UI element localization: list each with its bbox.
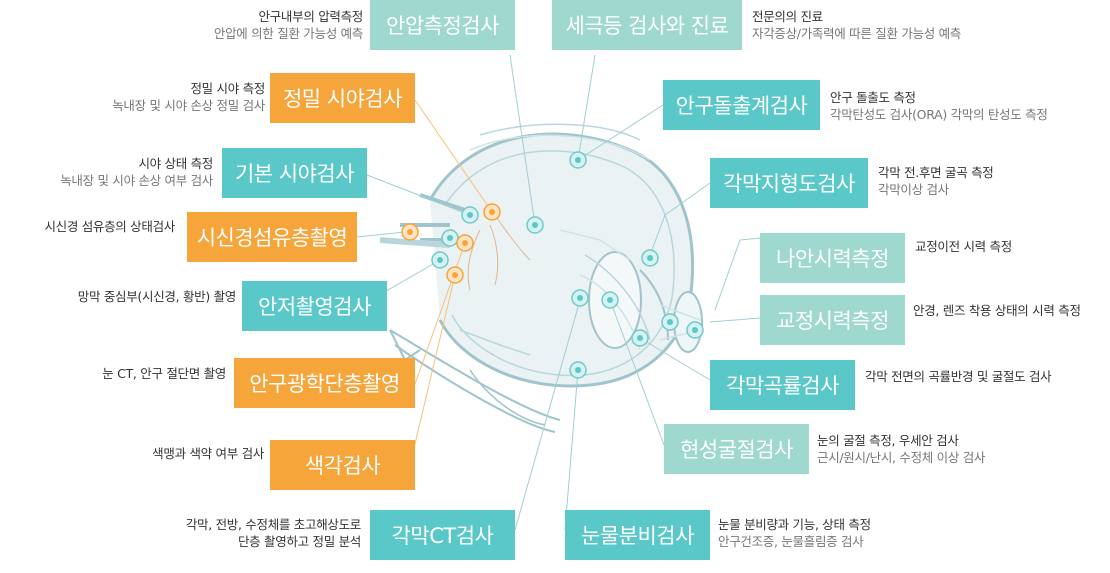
eye-illustration	[379, 123, 703, 433]
cornea-ct-desc: 각막, 전방, 수정체를 초고해상도로 단층 촬영하고 정밀 분석	[186, 516, 361, 550]
iop-desc-main: 안구내부의 압력측정	[258, 9, 364, 24]
slitlamp-button[interactable]: 세극등 검사와 진료	[552, 0, 742, 50]
precise-vf-button[interactable]: 정밀 시야검사	[270, 73, 415, 123]
topography-desc: 각막 전.후면 굴곡 측정 각막이상 검사	[878, 164, 994, 198]
oct-button[interactable]: 안구광학단층촬영	[234, 358, 415, 408]
tear-button[interactable]: 눈물분비검사	[565, 510, 710, 560]
exophthalmometry-desc: 안구 돌출도 측정 각막탄성도 검사(ORA) 각막의 탄성도 측정	[830, 89, 1048, 123]
rnfl-desc-main: 시신경 섬유층의 상태검사	[44, 219, 175, 234]
exophthalmometry-button[interactable]: 안구돌출계검사	[663, 80, 820, 130]
refraction-desc-main: 눈의 굴절 측정, 우세안 검사	[817, 433, 959, 448]
markers	[401, 151, 704, 379]
basic-vf-desc-sub: 녹내장 및 시야 손상 여부 검사	[60, 173, 213, 188]
rnfl-desc: 시신경 섬유층의 상태검사	[44, 218, 175, 235]
exophthalmometry-desc-main: 안구 돌출도 측정	[830, 90, 916, 105]
keratometry-desc: 각막 전면의 곡률반경 및 굴절도 검사	[865, 368, 1052, 385]
naked-va-button[interactable]: 나안시력측정	[760, 233, 905, 283]
fundus-button[interactable]: 안저촬영검사	[242, 281, 387, 331]
color-desc-main: 색맹과 색약 여부 검사	[152, 446, 264, 461]
iop-desc: 안구내부의 압력측정 안압에 의한 질환 가능성 예측	[214, 8, 363, 42]
iop-desc-sub: 안압에 의한 질환 가능성 예측	[213, 26, 363, 41]
keratometry-button[interactable]: 각막곡률검사	[710, 360, 855, 410]
oct-desc: 눈 CT, 안구 절단면 촬영	[102, 365, 226, 382]
slitlamp-desc-main: 전문의의 진료	[752, 9, 823, 24]
precise-vf-desc-main: 정밀 시야 측정	[190, 81, 265, 96]
refraction-desc: 눈의 굴절 측정, 우세안 검사 근시/원시/난시, 수정체 이상 검사	[817, 432, 985, 466]
color-button[interactable]: 색각검사	[270, 440, 415, 490]
fundus-desc: 망막 중심부(시신경, 황반) 촬영	[77, 288, 237, 305]
topography-button[interactable]: 각막지형도검사	[710, 158, 868, 208]
rnfl-button[interactable]: 시신경섬유층촬영	[187, 212, 357, 262]
tear-desc-main: 눈물 분비량과 기능, 상태 측정	[718, 517, 871, 532]
cornea-ct-desc-main: 각막, 전방, 수정체를 초고해상도로	[185, 517, 361, 532]
topography-desc-sub: 각막이상 검사	[878, 182, 949, 197]
tear-desc-sub: 안구건조증, 눈물흘림증 검사	[718, 534, 864, 549]
cornea-ct-button[interactable]: 각막CT검사	[370, 510, 515, 560]
refraction-button[interactable]: 현성굴절검사	[664, 424, 809, 474]
tear-desc: 눈물 분비량과 기능, 상태 측정 안구건조증, 눈물흘림증 검사	[718, 516, 871, 550]
basic-vf-desc: 시야 상태 측정 녹내장 및 시야 손상 여부 검사	[60, 155, 213, 189]
precise-vf-desc: 정밀 시야 측정 녹내장 및 시야 손상 정밀 검사	[112, 80, 265, 114]
basic-vf-desc-main: 시야 상태 측정	[138, 156, 213, 171]
cornea-ct-desc-sub: 단층 촬영하고 정밀 분석	[237, 534, 361, 549]
slitlamp-desc-sub: 자각증상/가족력에 따른 질환 가능성 예측	[752, 26, 962, 41]
exophthalmometry-desc-sub: 각막탄성도 검사(ORA) 각막의 탄성도 측정	[830, 107, 1048, 122]
precise-vf-desc-sub: 녹내장 및 시야 손상 정밀 검사	[112, 98, 265, 113]
naked-va-desc: 교정이전 시력 측정	[915, 238, 1012, 255]
fundus-desc-main: 망막 중심부(시신경, 황반) 촬영	[77, 289, 237, 304]
slitlamp-desc: 전문의의 진료 자각증상/가족력에 따른 질환 가능성 예측	[752, 8, 961, 42]
corrected-va-desc: 안경, 렌즈 착용 상태의 시력 측정	[913, 302, 1081, 319]
topography-desc-main: 각막 전.후면 굴곡 측정	[878, 165, 994, 180]
color-desc: 색맹과 색약 여부 검사	[152, 445, 264, 462]
oct-desc-main: 눈 CT, 안구 절단면 촬영	[102, 366, 226, 381]
naked-va-desc-main: 교정이전 시력 측정	[915, 239, 1012, 254]
corrected-va-desc-main: 안경, 렌즈 착용 상태의 시력 측정	[913, 303, 1081, 318]
leader-lines	[356, 54, 761, 531]
keratometry-desc-main: 각막 전면의 곡률반경 및 굴절도 검사	[865, 369, 1052, 384]
corrected-va-button[interactable]: 교정시력측정	[760, 295, 905, 345]
iop-button[interactable]: 안압측정검사	[370, 0, 515, 50]
basic-vf-button[interactable]: 기본 시야검사	[222, 148, 367, 198]
refraction-desc-sub: 근시/원시/난시, 수정체 이상 검사	[817, 450, 986, 465]
